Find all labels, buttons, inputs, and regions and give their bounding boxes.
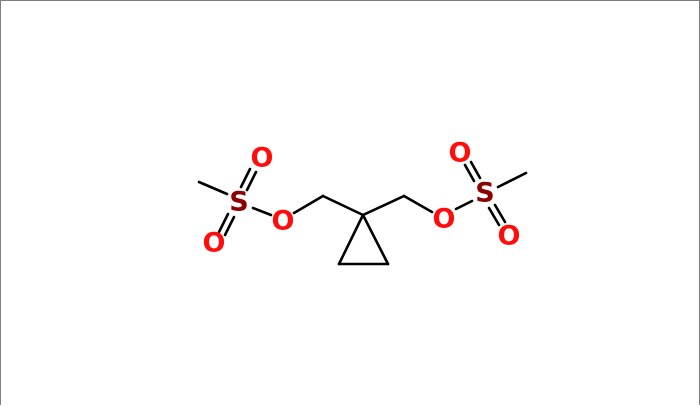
bond-right-sulfur-oxygen-bottom-a bbox=[487, 206, 501, 227]
bond-left-sulfur-oxygen-top-b bbox=[245, 170, 258, 192]
bond-ring-left bbox=[337, 213, 365, 266]
bond-left-sulfur-ester-oxygen bbox=[251, 206, 273, 217]
bond-right-sulfur-oxygen-bottom-b bbox=[493, 203, 507, 224]
left-ester-oxygen-atom: O bbox=[272, 206, 295, 237]
bond-right-sulfur-methyl bbox=[496, 171, 528, 189]
bond-right-sulfur-oxygen-top-b bbox=[469, 160, 482, 180]
atom-labels: S O O O O S O O bbox=[203, 138, 521, 259]
right-oxygen-top-atom: O bbox=[449, 138, 472, 169]
bond-right-methylene-ester-oxygen bbox=[402, 194, 434, 214]
bond-ring-right-methylene bbox=[361, 194, 406, 217]
bond-left-sulfur-oxygen-top-a bbox=[239, 167, 252, 189]
right-ester-oxygen-atom: O bbox=[433, 204, 456, 235]
bond-left-methylene-ring bbox=[321, 194, 365, 217]
bond-left-ester-oxygen-methylene bbox=[292, 194, 325, 215]
right-sulfur-atom: S bbox=[475, 178, 494, 209]
bond-left-sulfur-oxygen-bottom-a bbox=[217, 212, 230, 234]
bonds bbox=[197, 160, 528, 266]
bond-left-methyl-sulfur bbox=[197, 180, 229, 196]
right-oxygen-bottom-atom: O bbox=[498, 221, 521, 252]
bond-right-sulfur-oxygen-top-a bbox=[463, 163, 476, 183]
left-oxygen-bottom-atom: O bbox=[203, 228, 226, 259]
bond-right-ester-oxygen-sulfur bbox=[454, 199, 474, 211]
left-oxygen-top-atom: O bbox=[251, 143, 274, 174]
bond-ring-right bbox=[361, 213, 390, 266]
bond-left-sulfur-oxygen-bottom-b bbox=[223, 215, 236, 237]
left-sulfur-atom: S bbox=[229, 187, 248, 218]
